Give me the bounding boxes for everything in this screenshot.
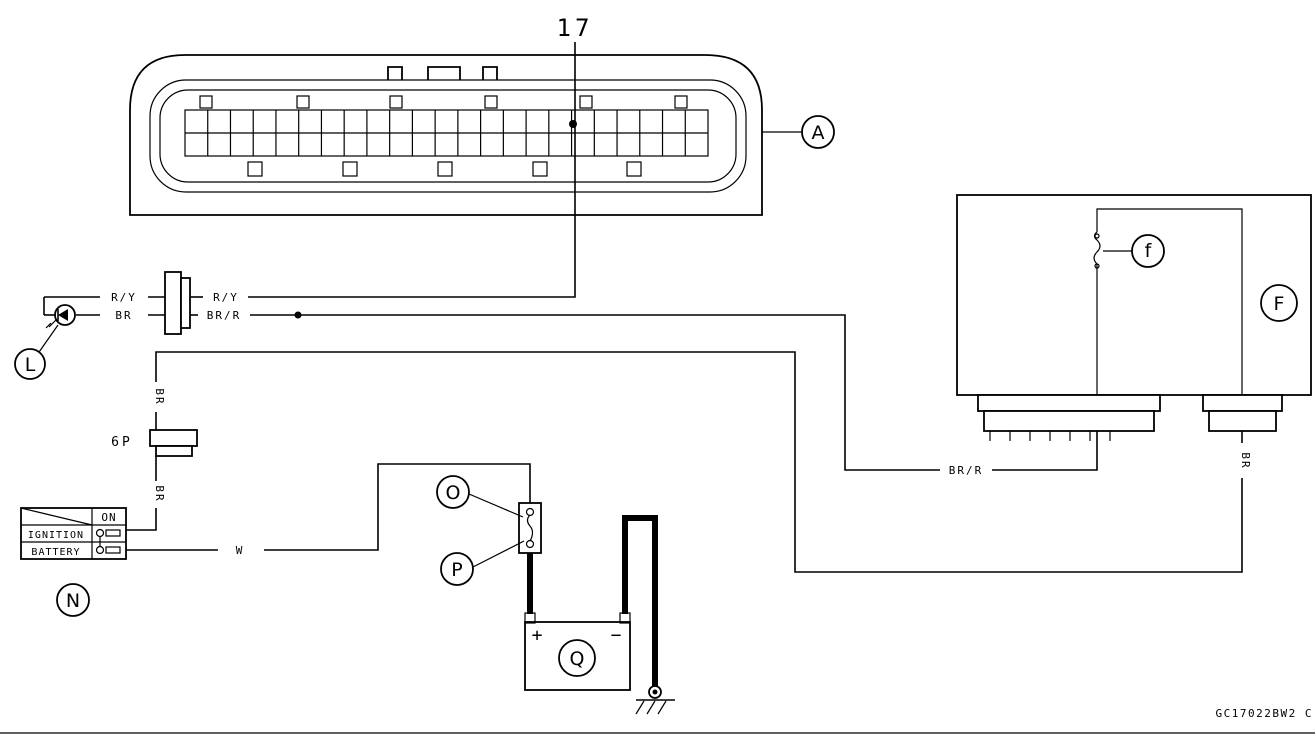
- ecu-connector: [129, 54, 763, 216]
- pin-number-label: 17: [557, 14, 594, 42]
- wire-label-ry-left: R/Y: [111, 291, 137, 304]
- callout-l: L: [25, 354, 36, 376]
- switch-row-battery: BATTERY: [31, 547, 80, 558]
- callout-n: N: [66, 590, 80, 612]
- battery-positive: +: [532, 625, 543, 646]
- ignition-switch-table: ON IGNITION BATTERY: [20, 507, 127, 560]
- wire-label-ry-right: R/Y: [213, 291, 239, 304]
- joint-connector: [164, 271, 182, 335]
- connector-6p-label: 6P: [111, 435, 133, 450]
- wire-label-w: W: [236, 544, 245, 557]
- callout-q: Q: [570, 648, 585, 670]
- wire-label-br-right-vertical: BR: [1239, 452, 1252, 469]
- callout-f-small: f: [1145, 240, 1153, 262]
- ground-icon: [635, 685, 675, 715]
- callout-a: A: [812, 122, 825, 144]
- switch-header-on: ON: [101, 511, 116, 524]
- connector-6p: [149, 429, 198, 447]
- callout-p: P: [451, 559, 462, 581]
- wire-label-brr-bottom: BR/R: [949, 464, 984, 477]
- wire-label-brr-right: BR/R: [207, 309, 242, 322]
- callout-o: O: [446, 482, 461, 504]
- main-fuse: [518, 502, 542, 554]
- battery-negative: −: [611, 625, 622, 646]
- ecu-box: [956, 194, 1312, 441]
- figure-code: GC17022BW2 C: [1216, 707, 1313, 720]
- callout-f: F: [1274, 293, 1285, 315]
- wire-label-br-vertical-top: BR: [153, 388, 166, 405]
- switch-row-ignition: IGNITION: [28, 530, 84, 541]
- wire-label-br-left: BR: [115, 309, 132, 322]
- wire-label-br-vertical-bottom: BR: [153, 485, 166, 502]
